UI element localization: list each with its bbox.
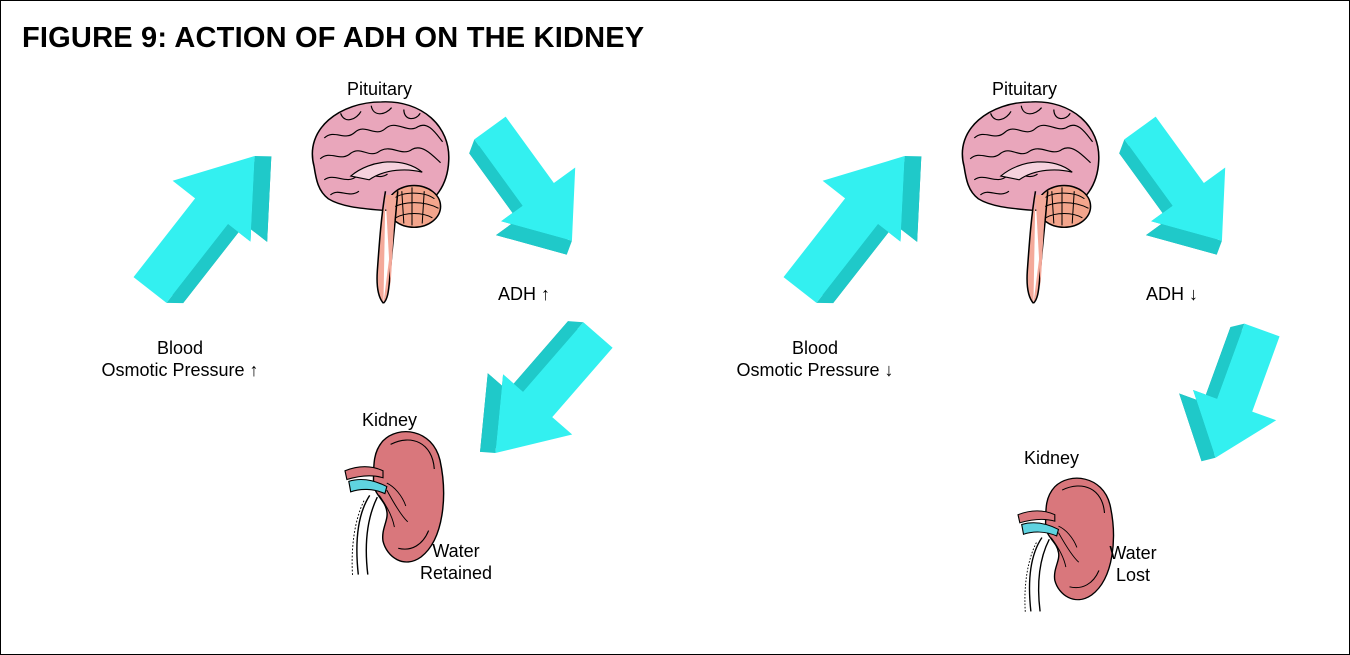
left-kidney-arrow [446,297,633,490]
left-water-label: Water Retained [408,540,504,584]
left-down-arrow [443,101,614,281]
left-water-line1: Water [408,540,504,562]
left-blood-line2: Osmotic Pressure ↑ [80,359,280,381]
left-pituitary-label: Pituitary [347,78,412,100]
left-water-line2: Retained [408,562,504,584]
right-down-arrow [1093,101,1264,281]
right-brain-icon [962,102,1098,303]
left-blood-pressure-label: Blood Osmotic Pressure ↑ [80,337,280,381]
right-water-line2: Lost [1093,564,1173,586]
left-up-arrow [111,118,310,329]
left-adh-label: ADH ↑ [498,283,550,305]
right-kidney-arrow [1160,311,1304,481]
right-blood-line2: Osmotic Pressure ↓ [715,359,915,381]
left-brain-icon [312,102,448,303]
right-water-label: Water Lost [1093,542,1173,586]
left-kidney-label: Kidney [362,409,417,431]
right-up-arrow [761,118,960,329]
right-kidney-label: Kidney [1024,447,1079,469]
right-blood-line1: Blood [715,337,915,359]
right-pituitary-label: Pituitary [992,78,1057,100]
right-water-line1: Water [1093,542,1173,564]
right-blood-pressure-label: Blood Osmotic Pressure ↓ [715,337,915,381]
left-blood-line1: Blood [80,337,280,359]
right-adh-label: ADH ↓ [1146,283,1198,305]
